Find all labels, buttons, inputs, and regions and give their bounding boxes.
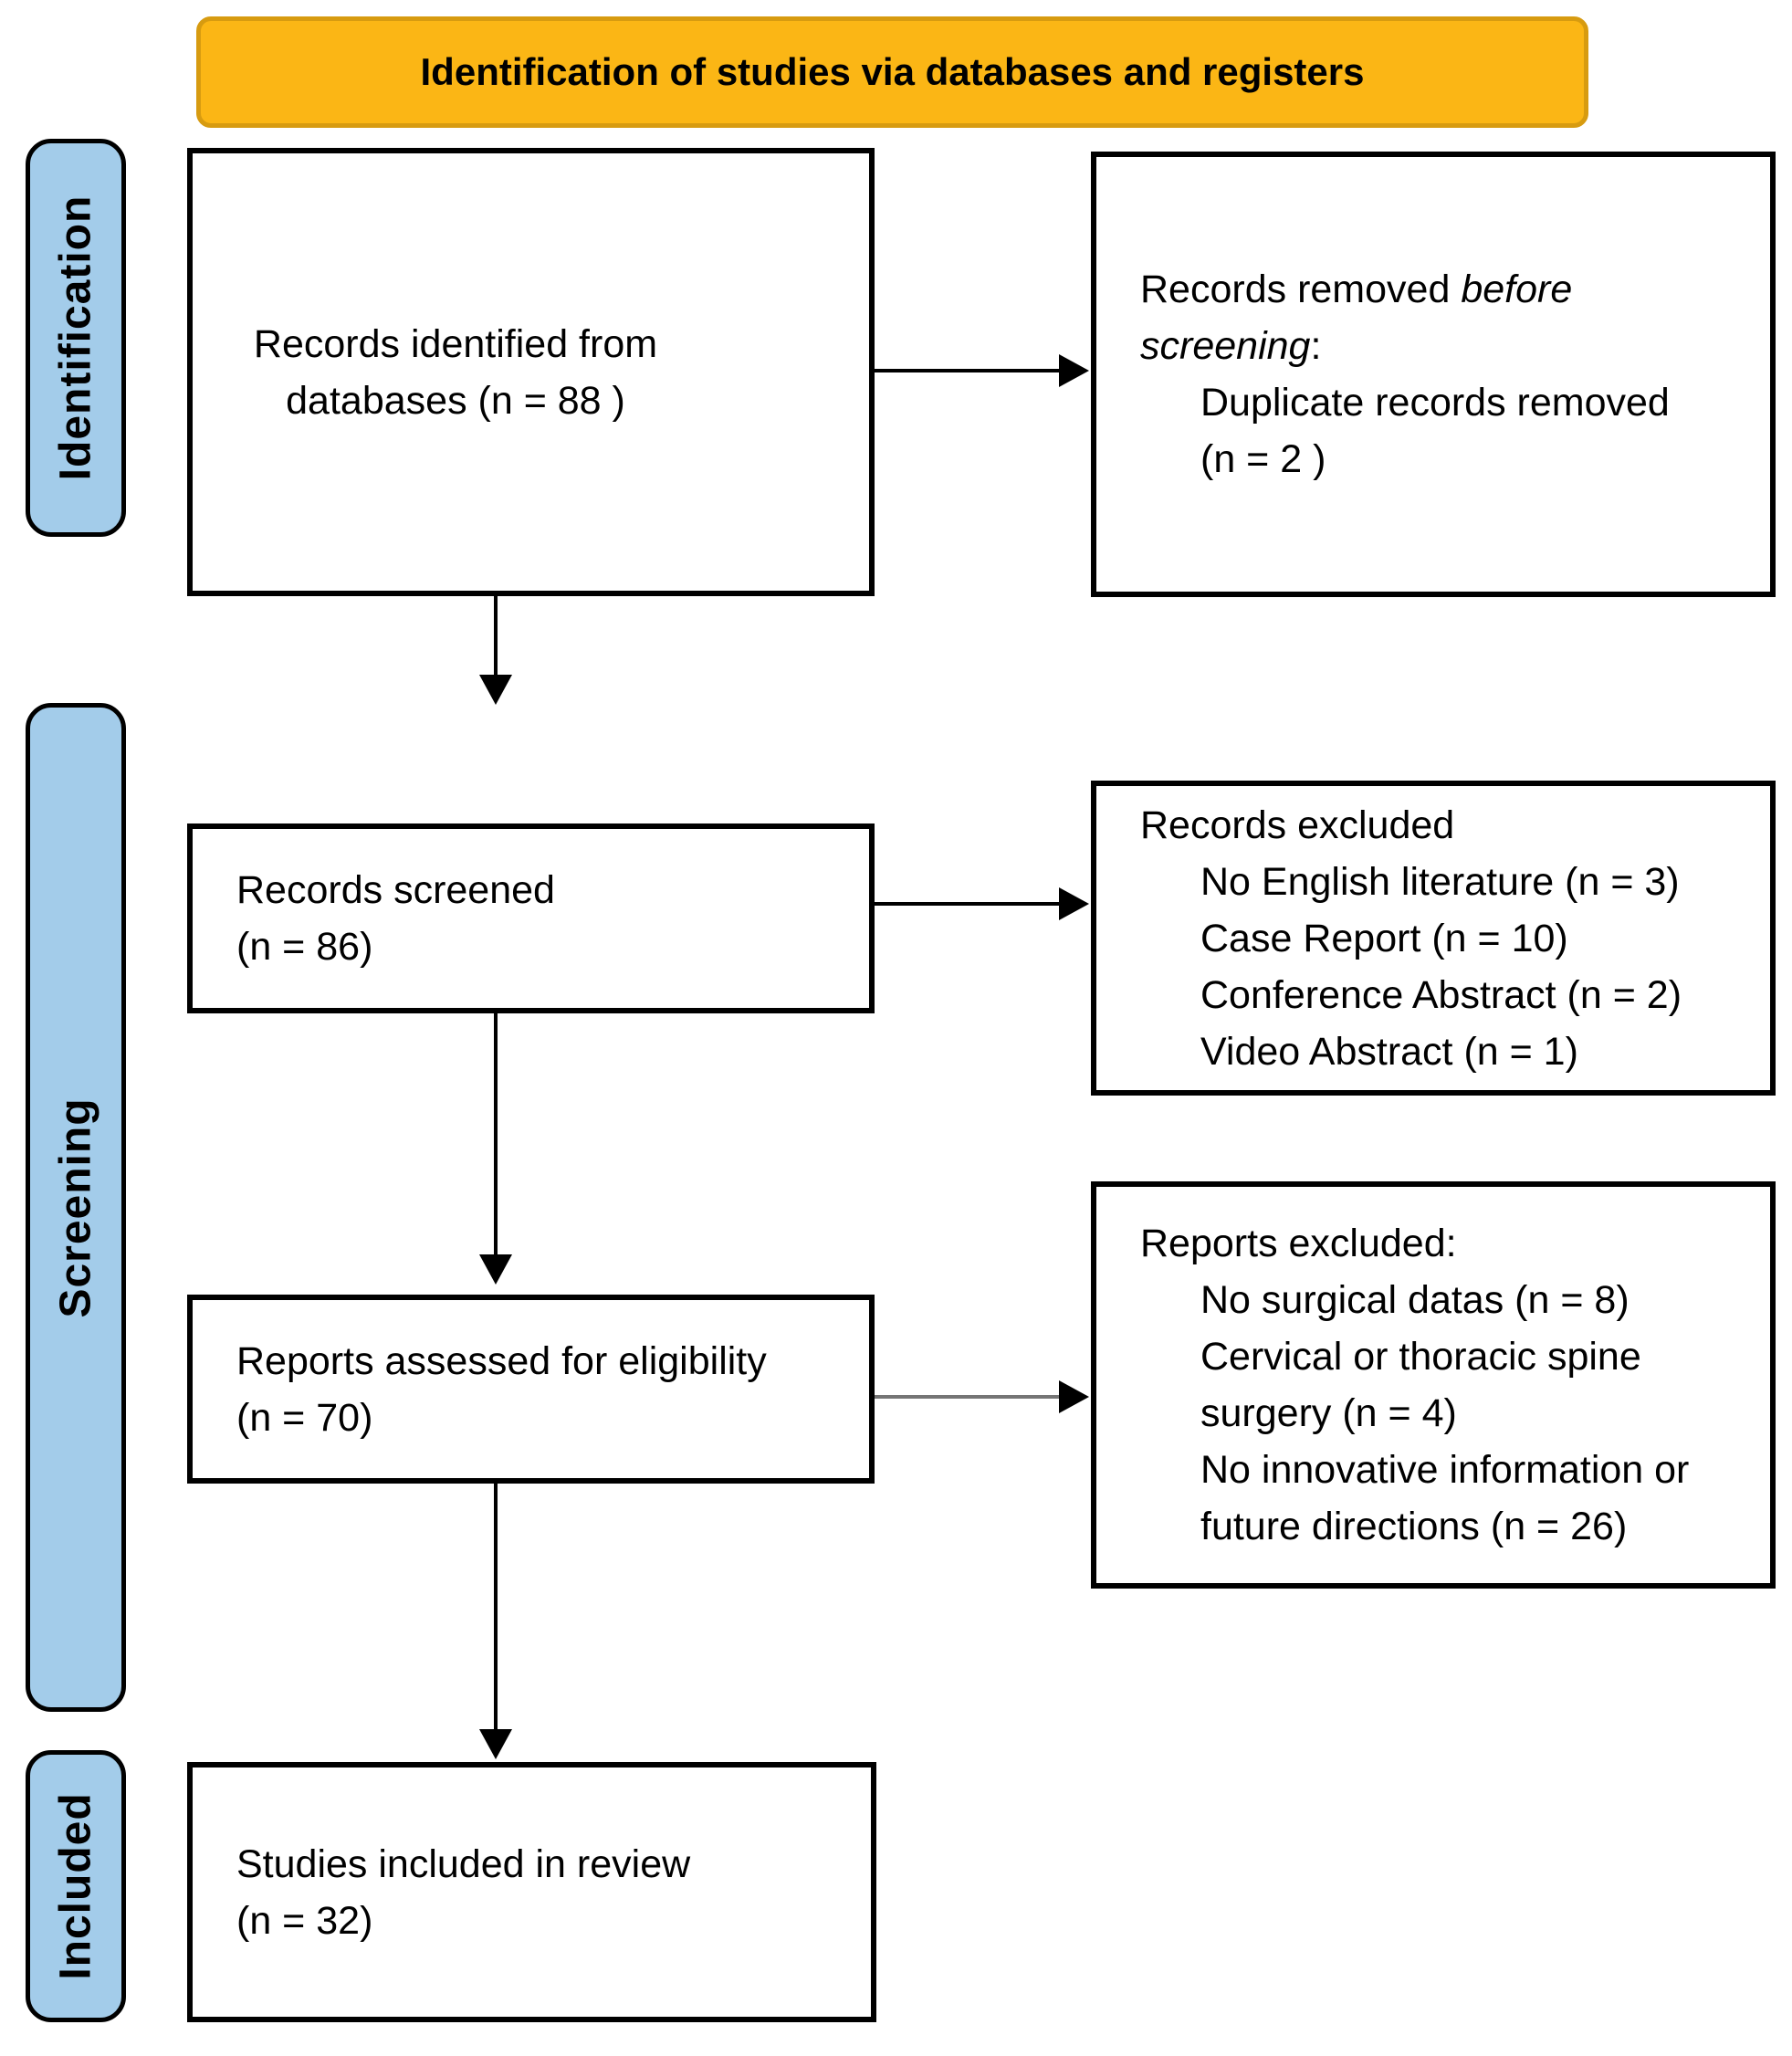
box-studies-included: Studies included in review (n = 32) [187,1762,876,2022]
arrowhead-right-icon [1059,354,1089,387]
arrowhead-down-icon [479,1729,512,1759]
records-identified-line2: databases (n = 88 ) [286,378,625,423]
reports-excluded-item-2: Cervical or thoracic spine surgery (n = … [1200,1335,1641,1435]
studies-included-line2: (n = 32) [236,1898,373,1943]
arrowhead-right-icon [1059,1380,1089,1413]
records-excluded-item-4: Video Abstract (n = 1) [1200,1029,1578,1074]
box-records-identified: Records identified from databases (n = 8… [187,148,875,596]
arrow-line-screened-to-assessed [494,1013,498,1256]
box-records-removed: Records removed before screening: Duplic… [1091,152,1776,597]
stage-label-identification-text: Identification [51,194,100,481]
box-reports-assessed: Reports assessed for eligibility (n = 70… [187,1295,875,1484]
records-removed-item-1: Duplicate records removed [1200,381,1670,425]
reports-excluded-item-3: No innovative information or future dire… [1200,1448,1690,1548]
stage-label-identification: Identification [26,139,126,537]
reports-excluded-heading: Reports excluded: [1140,1222,1457,1265]
box-reports-excluded: Reports excluded: No surgical datas (n =… [1091,1181,1776,1589]
records-excluded-item-1: No English literature (n = 3) [1200,859,1680,904]
arrowhead-down-icon [479,675,512,705]
arrowhead-right-icon [1059,887,1089,920]
reports-assessed-line2: (n = 70) [236,1395,373,1440]
records-removed-line2: screening: [1140,324,1322,368]
arrow-line-identified-to-screened [494,596,498,677]
arrowhead-down-icon [479,1254,512,1285]
records-identified-line1: Records identified from [253,321,658,366]
box-records-screened: Records screened (n = 86) [187,823,875,1013]
stage-label-screening: Screening [26,703,126,1712]
studies-included-line1: Studies included in review [236,1841,691,1886]
arrow-line-assessed-to-excluded [875,1395,1061,1399]
box-records-excluded: Records excluded No English literature (… [1091,781,1776,1096]
arrow-line-assessed-to-included [494,1484,498,1731]
reports-assessed-line1: Reports assessed for eligibility [236,1338,767,1383]
banner-identification-of-studies: Identification of studies via databases … [196,16,1588,128]
reports-excluded-item-1: No surgical datas (n = 8) [1200,1278,1630,1322]
stage-label-included-text: Included [51,1792,100,1980]
arrow-line-screened-to-excluded [875,902,1061,906]
records-removed-line1: Records removed before [1140,267,1573,311]
records-excluded-item-3: Conference Abstract (n = 2) [1200,972,1682,1017]
banner-title: Identification of studies via databases … [420,50,1365,93]
records-excluded-item-2: Case Report (n = 10) [1200,916,1568,960]
stage-label-screening-text: Screening [51,1096,100,1318]
records-excluded-heading: Records excluded [1140,802,1455,847]
records-removed-item-2: (n = 2 ) [1200,437,1326,481]
arrow-line-identified-to-removed [875,369,1061,372]
records-screened-line1: Records screened [236,868,555,912]
records-screened-line2: (n = 86) [236,925,373,969]
stage-label-included: Included [26,1750,126,2022]
